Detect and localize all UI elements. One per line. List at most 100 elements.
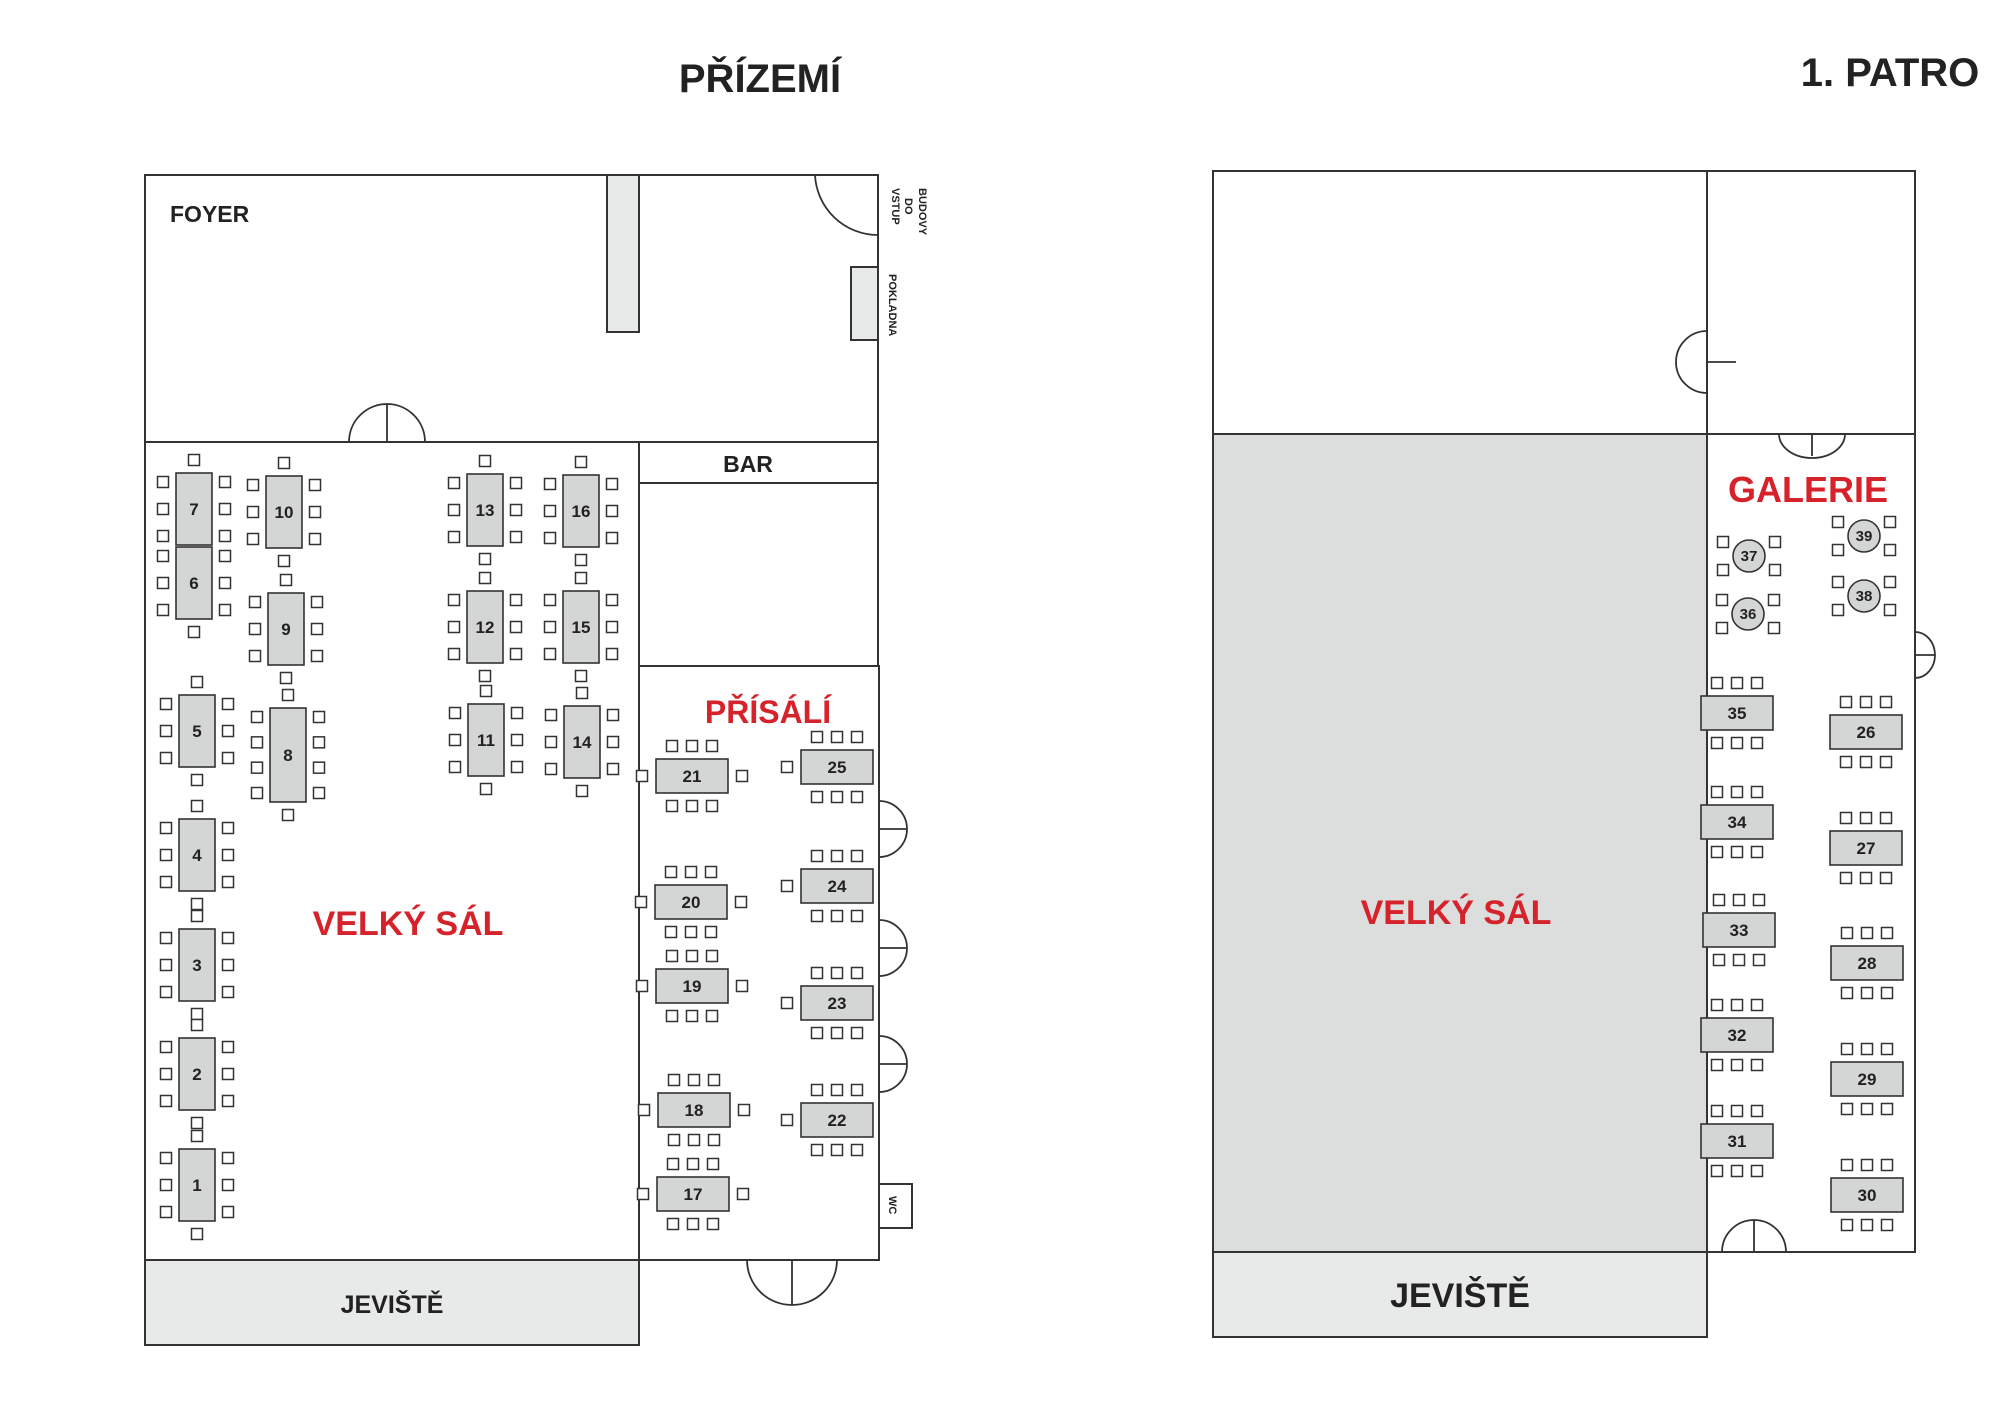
chair (478, 552, 492, 566)
chair (1883, 603, 1897, 617)
table-3[interactable]: 3 (159, 909, 235, 1021)
table-22[interactable]: 22 (780, 1083, 874, 1157)
chair (684, 925, 698, 939)
table-32[interactable]: 32 (1700, 998, 1774, 1072)
chair (543, 593, 557, 607)
table-25[interactable]: 25 (780, 730, 874, 804)
chair (221, 821, 235, 835)
table-number: 23 (828, 994, 847, 1013)
chair (810, 730, 824, 744)
table-20[interactable]: 20 (634, 865, 748, 939)
chair (221, 985, 235, 999)
chair (159, 821, 173, 835)
chair (850, 1083, 864, 1097)
table-38[interactable]: 38 (1831, 575, 1897, 617)
table-26[interactable]: 26 (1829, 695, 1903, 769)
table-top (178, 1148, 216, 1222)
table-28[interactable]: 28 (1830, 926, 1904, 1000)
chair (1880, 926, 1894, 940)
table-17[interactable]: 17 (636, 1157, 750, 1231)
table-top (175, 472, 213, 546)
chair (1859, 755, 1873, 769)
chair (159, 1094, 173, 1108)
chair (159, 697, 173, 711)
table-12[interactable]: 12 (447, 571, 523, 683)
ticket-office-label: POKLADNA (886, 274, 898, 336)
chair (187, 453, 201, 467)
table-10[interactable]: 10 (246, 456, 322, 568)
first-floor-plan: JEVIŠTĚ VELKÝ SÁL GALERIE (1212, 170, 1936, 1338)
table-2[interactable]: 2 (159, 1018, 235, 1130)
chair (510, 706, 524, 720)
table-30[interactable]: 30 (1830, 1158, 1904, 1232)
chair (159, 1151, 173, 1165)
chair (159, 1205, 173, 1219)
chair (190, 1018, 204, 1032)
table-36[interactable]: 36 (1715, 593, 1781, 635)
table-39[interactable]: 39 (1831, 515, 1897, 557)
table-top (1829, 714, 1903, 750)
table-top (269, 707, 307, 803)
chair (190, 897, 204, 911)
table-19[interactable]: 19 (635, 949, 749, 1023)
table-top (655, 968, 729, 1004)
table-8[interactable]: 8 (250, 688, 326, 822)
chair (1840, 1042, 1854, 1056)
chair (159, 751, 173, 765)
table-34[interactable]: 34 (1700, 785, 1774, 859)
table-37[interactable]: 37 (1716, 535, 1782, 577)
chair (478, 669, 492, 683)
table-9[interactable]: 9 (248, 573, 324, 685)
chair (830, 849, 844, 863)
chair (447, 593, 461, 607)
table-29[interactable]: 29 (1830, 1042, 1904, 1116)
table-number: 13 (476, 501, 495, 520)
chair (509, 620, 523, 634)
table-5[interactable]: 5 (159, 675, 235, 787)
chair (735, 769, 749, 783)
chair (1883, 515, 1897, 529)
table-top (1830, 945, 1904, 981)
ground-stage-label: JEVIŠTĚ (341, 1289, 444, 1319)
chair (667, 1073, 681, 1087)
table-7[interactable]: 7 (156, 453, 232, 546)
table-33[interactable]: 33 (1702, 893, 1776, 967)
chair (1880, 1102, 1894, 1116)
chair (1840, 1102, 1854, 1116)
table-24[interactable]: 24 (780, 849, 874, 923)
chair (1859, 811, 1873, 825)
upper-side-room-door (1675, 330, 1736, 394)
chair (1710, 1164, 1724, 1178)
chair (159, 875, 173, 889)
table-14[interactable]: 14 (544, 686, 620, 798)
table-27[interactable]: 27 (1829, 811, 1903, 885)
table-18[interactable]: 18 (637, 1073, 751, 1147)
chair (606, 735, 620, 749)
table-21[interactable]: 21 (635, 739, 749, 813)
chair (218, 475, 232, 489)
chair (1767, 621, 1781, 635)
entrance-door (814, 174, 879, 236)
chair (687, 1133, 701, 1147)
chair (190, 799, 204, 813)
chair (810, 849, 824, 863)
chair (156, 603, 170, 617)
table-23[interactable]: 23 (780, 966, 874, 1040)
table-11[interactable]: 11 (448, 684, 524, 796)
table-16[interactable]: 16 (543, 455, 619, 567)
chair (1715, 593, 1729, 607)
table-top (655, 758, 729, 794)
chair (221, 875, 235, 889)
table-4[interactable]: 4 (159, 799, 235, 911)
table-top (1731, 597, 1765, 631)
table-6[interactable]: 6 (156, 546, 232, 639)
table-15[interactable]: 15 (543, 571, 619, 683)
chair (1710, 676, 1724, 690)
chair (1767, 593, 1781, 607)
chair (312, 710, 326, 724)
table-35[interactable]: 35 (1700, 676, 1774, 750)
table-31[interactable]: 31 (1700, 1104, 1774, 1178)
chair (685, 1009, 699, 1023)
table-13[interactable]: 13 (447, 454, 523, 566)
table-1[interactable]: 1 (159, 1129, 235, 1241)
